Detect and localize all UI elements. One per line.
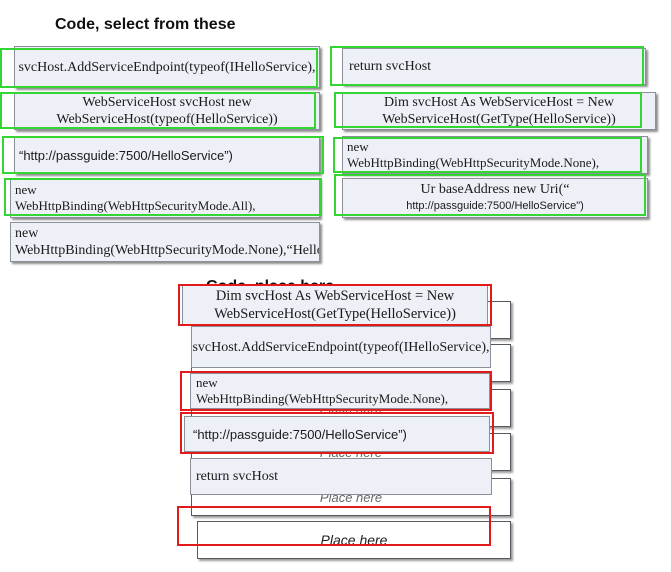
code-tile-text: WebServiceHost svcHost new WebServiceHos…: [56, 95, 278, 127]
code-tile-text-line1: Ur baseAddress new Uri(“: [420, 182, 570, 197]
code-tile-text-line1: new: [15, 182, 37, 197]
placed-tile-text-line2: WebHttpBinding(WebHttpSecurityMode.None)…: [196, 391, 449, 406]
placed-tile-text: Dim svcHost As WebServiceHost = New WebS…: [214, 288, 456, 322]
placed-tile-text-line1: new: [196, 375, 218, 390]
code-tile-webservicehost-csharp[interactable]: WebServiceHost svcHost new WebServiceHos…: [14, 92, 320, 130]
placed-tile-text: “http://passguide:7500/HelloService”): [193, 426, 407, 442]
slot-label: Place here: [320, 532, 388, 548]
placed-tile-add-service-endpoint[interactable]: svcHost.AddServiceEndpoint(typeof(IHello…: [191, 326, 491, 368]
code-tile-baseaddress-uri[interactable]: Ur baseAddress new Uri(“ http://passguid…: [342, 178, 648, 218]
placed-tile-text: svcHost.AddServiceEndpoint(typeof(IHello…: [192, 339, 490, 355]
code-tile-text: Dim svcHost As WebServiceHost = New WebS…: [382, 95, 616, 127]
placed-tile-webservicehost-vb[interactable]: Dim svcHost As WebServiceHost = New WebS…: [182, 285, 488, 325]
code-tile-text: “http://passguide:7500/HelloService”): [19, 147, 233, 163]
code-tile-text-line1: new: [347, 139, 369, 154]
placed-tile-base-uri[interactable]: “http://passguide:7500/HelloService”): [184, 416, 490, 452]
code-tile-return-svchost[interactable]: return svcHost: [342, 48, 646, 85]
code-tile-binding-none-helloservice[interactable]: new WebHttpBinding(WebHttpSecurityMode.N…: [10, 222, 320, 262]
drop-slot-6[interactable]: Place here: [197, 521, 511, 559]
placed-tile-text: return svcHost: [196, 469, 279, 484]
code-tile-text: return svcHost: [349, 59, 432, 74]
code-tile-text-line2: http://passguide:7500/HelloService"): [406, 200, 584, 212]
placed-tile-return-svchost[interactable]: return svcHost: [190, 458, 492, 495]
code-tile-binding-all[interactable]: new WebHttpBinding(WebHttpSecurityMode.A…: [10, 178, 320, 218]
placed-tile-binding-none[interactable]: new WebHttpBinding(WebHttpSecurityMode.N…: [190, 373, 490, 409]
source-heading: Code, select from these: [55, 16, 236, 33]
code-tile-add-service-endpoint[interactable]: svcHost.AddServiceEndpoint(typeof(IHello…: [14, 46, 320, 88]
code-tile-text-line2: WebHttpBinding(WebHttpSecurityMode.None)…: [347, 155, 600, 170]
code-tile-webservicehost-vb[interactable]: Dim svcHost As WebServiceHost = New WebS…: [342, 92, 656, 130]
code-tile-text: svcHost.AddServiceEndpoint(typeof(IHello…: [18, 59, 316, 75]
code-tile-text: new WebHttpBinding(WebHttpSecurityMode.N…: [15, 226, 319, 258]
code-tile-binding-none[interactable]: new WebHttpBinding(WebHttpSecurityMode.N…: [342, 136, 648, 174]
code-tile-base-uri[interactable]: “http://passguide:7500/HelloService”): [14, 136, 320, 174]
code-tile-text-line2: WebHttpBinding(WebHttpSecurityMode.All),: [15, 198, 256, 213]
